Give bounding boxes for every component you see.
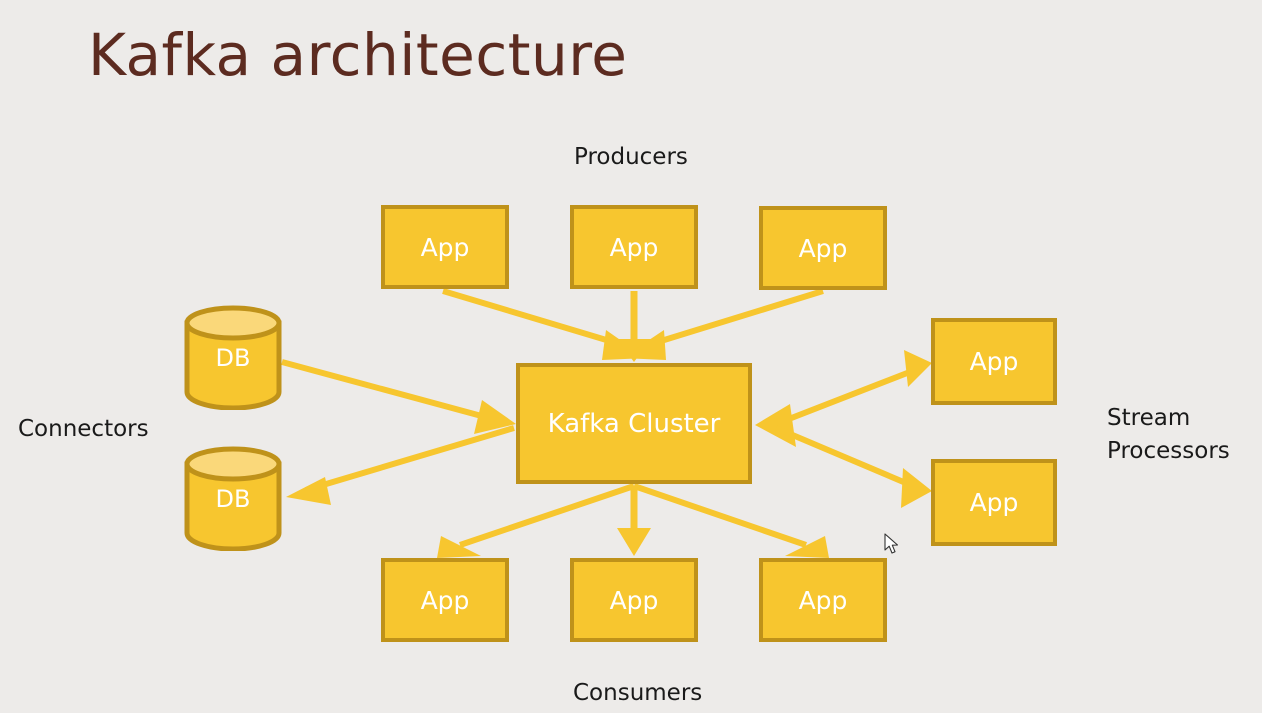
connectors-group-label: Connectors	[18, 416, 149, 442]
consumer-app-box-1[interactable]: App	[570, 558, 698, 642]
arrow-producer-app-0-to-cluster	[442, 288, 646, 360]
producers-group-label: Producers	[574, 144, 688, 170]
consumer-app-label-1: App	[609, 585, 659, 615]
arrow-cluster-to-consumer-app-2	[633, 483, 829, 558]
mouse-pointer-icon	[884, 533, 899, 554]
producer-app-box-1[interactable]: App	[570, 205, 698, 289]
producer-app-box-0[interactable]: App	[381, 205, 509, 289]
arrow-cluster-to-consumer-app-1	[617, 486, 651, 556]
producer-app-box-2[interactable]: App	[759, 206, 887, 290]
stream-processor-app-box-0[interactable]: App	[931, 318, 1057, 405]
arrow-db-top-to-cluster	[281, 359, 516, 434]
arrow-cluster-to-stream-app-0	[755, 350, 932, 447]
consumer-app-box-0[interactable]: App	[381, 558, 509, 642]
producer-app-label-2: App	[798, 233, 848, 263]
arrow-stream-app-1-to-cluster	[774, 425, 932, 508]
database-icon	[184, 305, 282, 411]
consumer-app-label-2: App	[798, 585, 848, 615]
consumer-app-box-2[interactable]: App	[759, 558, 887, 642]
database-icon	[184, 446, 282, 552]
consumers-group-label: Consumers	[573, 680, 703, 706]
kafka-cluster-box[interactable]: Kafka Cluster	[516, 363, 752, 484]
connector-db-cylinder-0[interactable]: DB	[183, 305, 283, 411]
kafka-cluster-label: Kafka Cluster	[547, 408, 721, 439]
stream-processors-group-label: Stream Processors	[1107, 405, 1230, 464]
stream-processor-app-box-1[interactable]: App	[931, 459, 1057, 546]
producer-app-label-0: App	[420, 232, 470, 262]
arrow-cluster-to-consumer-app-0	[437, 483, 635, 558]
page-title: Kafka architecture	[88, 21, 628, 89]
consumer-app-label-0: App	[420, 585, 470, 615]
stream-processor-app-label-0: App	[969, 347, 1019, 376]
arrow-producer-app-2-to-cluster	[622, 288, 824, 360]
stream-processor-app-label-1: App	[969, 488, 1019, 517]
arrow-cluster-to-db-bottom	[286, 425, 515, 505]
connector-db-cylinder-1[interactable]: DB	[183, 446, 283, 552]
producer-app-label-1: App	[609, 232, 659, 262]
